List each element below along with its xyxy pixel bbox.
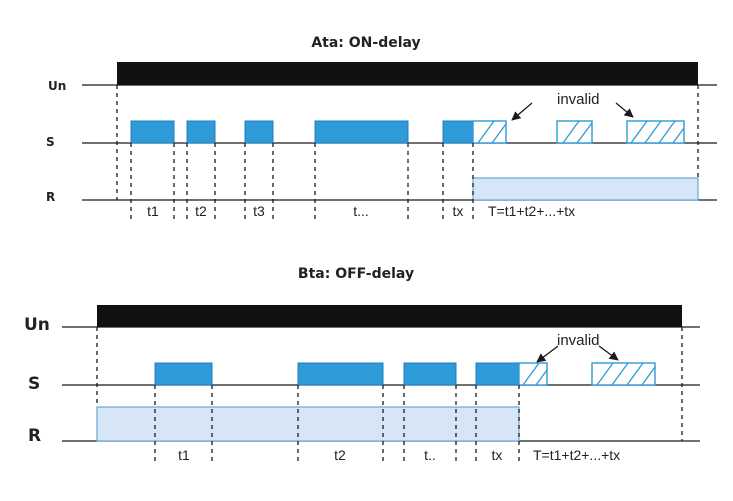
on-delay-pulse-5 — [442, 120, 474, 144]
off-delay-pulse-1 — [154, 362, 213, 386]
on-delay-interval-label: t1 — [147, 203, 159, 219]
off-delay-relay-on — [96, 406, 520, 442]
off-delay-pulse-3 — [403, 362, 457, 386]
on-delay-supply-bar — [117, 62, 698, 85]
on-delay-un-label: Un — [48, 79, 66, 93]
off-delay-diagram: Bta: OFF-delay Un S R invalid — [24, 266, 700, 465]
on-delay-pulse-1 — [130, 120, 175, 144]
off-delay-interval-label: t2 — [334, 447, 346, 463]
on-delay-diagram: Ata: ON-delay Un S R — [46, 35, 717, 220]
off-delay-dashed-guides — [96, 327, 683, 465]
off-delay-title: Bta: OFF-delay — [298, 266, 414, 282]
on-delay-relay-on — [472, 177, 699, 201]
off-delay-pulse-2 — [297, 362, 384, 386]
off-delay-interval-label: t1 — [178, 447, 190, 463]
on-delay-dashed-guides — [116, 85, 699, 220]
on-delay-invalid-label: invalid — [557, 91, 600, 108]
on-delay-invalid-pulse-3 — [626, 120, 685, 144]
on-delay-interval-label: t... — [353, 203, 369, 219]
off-delay-r-label: R — [28, 426, 41, 446]
on-delay-pulse-3 — [244, 120, 274, 144]
off-delay-formula: T=t1+t2+...+tx — [533, 447, 620, 463]
off-delay-invalid-pulse-2 — [591, 362, 656, 386]
off-delay-interval-label: tx — [492, 447, 503, 463]
on-delay-interval-label: tx — [453, 203, 464, 219]
on-delay-formula: T=t1+t2+...+tx — [488, 203, 575, 219]
on-delay-invalid-arrow-left — [511, 102, 533, 121]
on-delay-invalid-pulse-2 — [556, 120, 593, 144]
off-delay-invalid-arrow-right — [598, 345, 619, 361]
off-delay-un-label: Un — [24, 315, 50, 335]
on-delay-interval-label: t3 — [253, 203, 265, 219]
off-delay-pulse-4 — [475, 362, 520, 386]
on-delay-invalid-arrow-right — [615, 102, 634, 118]
on-delay-invalid-pulse-1 — [472, 120, 507, 144]
on-delay-interval-label: t2 — [195, 203, 207, 219]
off-delay-invalid-label: invalid — [557, 332, 600, 349]
off-delay-s-label: S — [28, 374, 40, 394]
on-delay-pulse-4 — [314, 120, 409, 144]
on-delay-pulse-2 — [186, 120, 216, 144]
off-delay-supply-bar — [97, 305, 682, 327]
on-delay-s-label: S — [46, 135, 55, 149]
off-delay-invalid-arrow-left — [536, 345, 559, 363]
on-delay-r-label: R — [46, 190, 55, 204]
off-delay-invalid-pulse-1 — [518, 362, 548, 386]
off-delay-interval-label: t.. — [424, 447, 436, 463]
on-delay-title: Ata: ON-delay — [311, 35, 420, 51]
